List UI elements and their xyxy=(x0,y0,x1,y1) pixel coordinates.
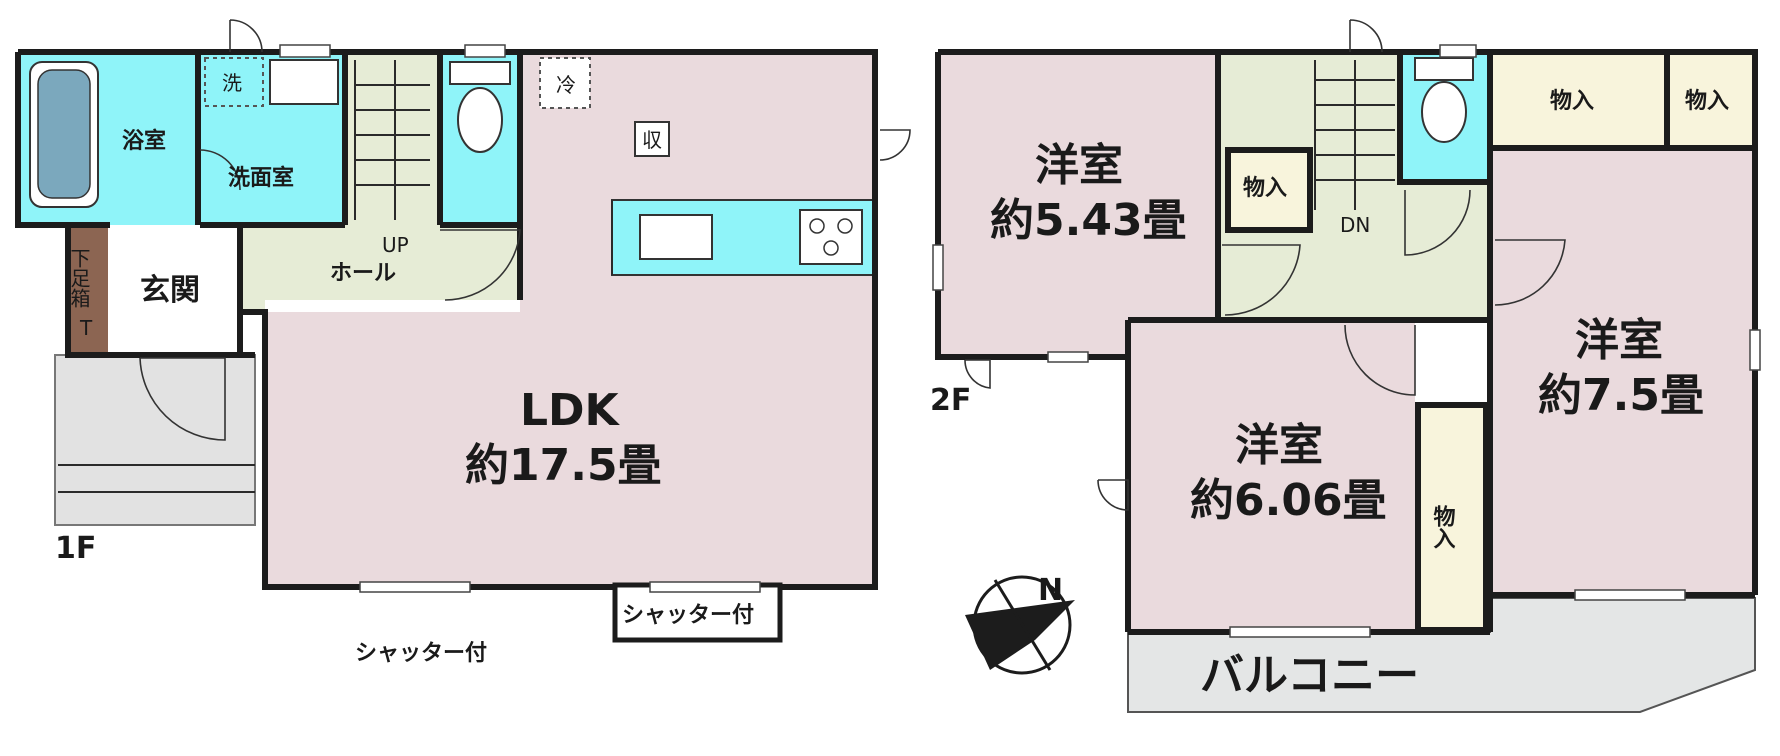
ldk-room xyxy=(265,312,875,587)
stairs-icon xyxy=(354,60,430,220)
fridge-icon xyxy=(539,57,591,109)
window xyxy=(1574,589,1686,601)
washer-mark: 洗 xyxy=(222,71,242,95)
storage-box-icon xyxy=(634,121,670,157)
room-a-door[interactable] xyxy=(1222,244,1301,316)
floor-2-label: 2F xyxy=(930,383,971,418)
stove-icon xyxy=(799,209,863,265)
window xyxy=(1749,329,1761,371)
storage-d-label: 物入 xyxy=(1430,504,1456,549)
bathtub-icon xyxy=(29,61,99,208)
hall xyxy=(240,55,520,312)
sink-icon xyxy=(269,59,339,105)
shutter-label-1: シャッター付 xyxy=(622,603,754,628)
storage-b-label: 物入 xyxy=(1550,88,1594,114)
room-a-size: 約5.43畳 xyxy=(990,195,1187,246)
shoebox-t: T xyxy=(79,316,93,340)
floor-1-label: 1F xyxy=(55,531,96,566)
shoebox-label: 下足箱 xyxy=(67,248,91,308)
ldk-size: 約17.5畳 xyxy=(465,440,662,491)
room-a-bottom-door[interactable] xyxy=(964,359,991,389)
washer-icon xyxy=(204,57,264,107)
washroom-label: 洗面室 xyxy=(228,165,294,191)
washroom-door[interactable] xyxy=(199,149,241,191)
entrance xyxy=(110,225,240,355)
toilet-door[interactable] xyxy=(440,229,521,301)
stairs-dn-label: DN xyxy=(1340,213,1370,237)
entrance-door[interactable] xyxy=(139,357,226,441)
balcony-label: バルコニー xyxy=(1200,650,1419,701)
room-c-size: 約6.06畳 xyxy=(1190,475,1387,526)
stairs-icon-2f xyxy=(1314,60,1395,210)
room-b-label: 洋室 xyxy=(1575,315,1663,366)
walls-1f xyxy=(15,49,878,590)
bath-label: 浴室 xyxy=(122,128,166,154)
kitchen-counter xyxy=(611,199,875,276)
shoebox xyxy=(70,228,108,353)
window xyxy=(1229,626,1371,638)
floor-1: 浴室 洗面室 洗 冷 収 UP ホール 玄関 下足箱 T LDK 約17.5畳 … xyxy=(15,19,911,666)
storage-b xyxy=(1490,55,1665,145)
room-c xyxy=(1130,320,1415,630)
outer-door-2f[interactable] xyxy=(1349,19,1383,53)
storage-d xyxy=(1418,405,1486,630)
side-door[interactable] xyxy=(879,129,911,161)
storage-c xyxy=(1670,55,1752,145)
fridge-mark: 冷 xyxy=(556,73,576,97)
window xyxy=(932,244,944,291)
toilet-icon xyxy=(449,61,511,153)
stairs-area xyxy=(345,55,440,225)
room-c-door[interactable] xyxy=(1344,324,1416,396)
floor-2: N 洋室 約5.43畳 物入 DN 物入 物入 洋室 約7.5畳 洋室 約6.0… xyxy=(930,19,1761,713)
room-a xyxy=(938,52,1218,357)
storage-c-label: 物入 xyxy=(1685,88,1729,114)
window xyxy=(1047,351,1089,363)
room-b-size: 約7.5畳 xyxy=(1538,370,1704,421)
entrance-label: 玄関 xyxy=(140,273,200,308)
storage-mark: 収 xyxy=(642,128,662,152)
window xyxy=(649,581,761,593)
room-b xyxy=(1490,148,1752,593)
room-a-label: 洋室 xyxy=(1035,140,1123,191)
outer-door-top[interactable] xyxy=(229,19,263,53)
storage-a-label: 物入 xyxy=(1243,175,1287,201)
compass-icon: N xyxy=(965,573,1075,675)
window xyxy=(464,44,506,58)
window xyxy=(279,44,331,58)
toilet-door-2f[interactable] xyxy=(1404,189,1471,256)
window xyxy=(359,581,471,593)
toilet-icon-2f xyxy=(1414,57,1474,143)
hall-up-label: UP xyxy=(382,233,409,257)
hall-label: ホール xyxy=(330,261,396,286)
ldk-label: LDK xyxy=(520,385,621,436)
room-c-label: 洋室 xyxy=(1235,420,1323,471)
shutter-bay xyxy=(612,582,783,643)
room-b-door[interactable] xyxy=(1494,239,1566,306)
shutter-label-2: シャッター付 xyxy=(355,641,487,666)
room-c-side-door[interactable] xyxy=(1097,479,1129,511)
storage-a xyxy=(1228,150,1310,230)
north-mark: N xyxy=(1038,573,1063,608)
window xyxy=(1439,44,1477,58)
